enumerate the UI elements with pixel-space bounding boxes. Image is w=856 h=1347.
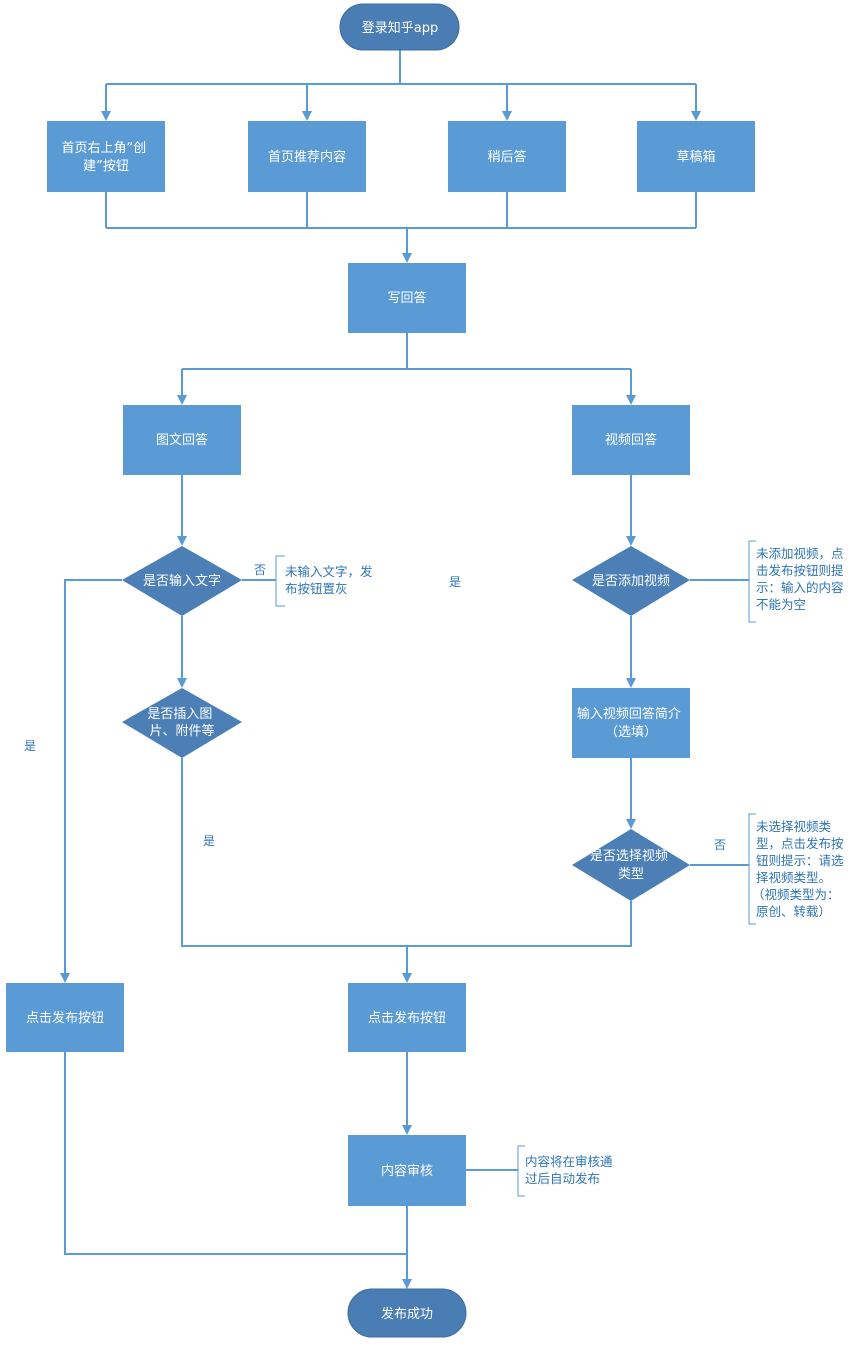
write-answer-label: 写回答	[387, 290, 426, 306]
review-note-bracket	[517, 1145, 525, 1197]
video-intro-box	[572, 688, 690, 758]
entry-create-label: 首页右上角“创 建”按钮	[62, 141, 151, 174]
decision-images-line-1: 是否插入图	[147, 707, 212, 722]
publish-left-box	[6, 983, 124, 1052]
entry-recommend-box	[248, 121, 366, 192]
edge-label-text-yes-middle: 是	[449, 575, 461, 589]
publish-center-box	[348, 983, 466, 1052]
connectors	[60, 50, 749, 1289]
edge-label-images-yes: 是	[203, 834, 215, 848]
edge-text-yes-left	[60, 579, 122, 983]
text-note: 未输入文字，发 布按钮置灰	[285, 564, 377, 596]
decision-video-label: 是否添加视频	[592, 574, 670, 589]
decision-text-diamond	[122, 546, 242, 616]
video-type-note-line-6: 原创、转载）	[756, 904, 831, 919]
edge-label-video-type-no: 否	[714, 838, 726, 852]
entry-recommend-label: 首页推荐内容	[268, 149, 346, 165]
decision-text-label: 是否输入文字	[143, 573, 221, 589]
entry-drafts-box	[637, 121, 755, 192]
review-note-line-1: 内容将在审核通	[525, 1154, 613, 1169]
edge-label-text-yes-left: 是	[24, 739, 36, 753]
edge-images-to-merge	[181, 758, 407, 947]
video-note: 未添加视频，点 击发布按钮则提 示：输入的内容 不能为空	[756, 546, 848, 612]
video-note-line-4: 不能为空	[756, 597, 806, 612]
video-type-note-line-3: 钮则提示：请选	[756, 853, 844, 868]
edge-label-text-no: 否	[254, 563, 266, 577]
video-intro-line-2: （选填）	[605, 725, 657, 740]
text-note-bracket	[275, 555, 285, 607]
image-text-answer-box	[123, 405, 241, 475]
decision-video-diamond	[572, 546, 690, 616]
video-type-note: 未选择视频类 型，点击发布按 钮则提示：请选 择视频类型。 （视频类型为： 原创…	[752, 819, 848, 919]
video-intro-label: 输入视频回答简介 （选填）	[577, 706, 685, 740]
write-answer-box	[348, 263, 466, 333]
text-note-line-2: 布按钮置灰	[285, 581, 348, 596]
note-brackets	[275, 540, 756, 1197]
decision-video-type-label: 是否选择视频 类型	[590, 849, 672, 882]
publish-left-label: 点击发布按钮	[26, 1010, 104, 1026]
entry-later-box	[448, 121, 566, 192]
video-note-line-3: 示：输入的内容	[756, 580, 844, 595]
video-note-bracket	[748, 540, 756, 623]
video-intro-line-1: 输入视频回答简介	[577, 706, 681, 722]
text-note-line-1: 未输入文字，发	[285, 564, 373, 579]
review-note-line-2: 过后自动发布	[525, 1171, 600, 1186]
video-note-line-1: 未添加视频，点	[756, 546, 844, 561]
type-note-bracket	[748, 813, 756, 925]
decision-video-type-line-1: 是否选择视频	[590, 849, 668, 864]
review-note: 内容将在审核通 过后自动发布	[525, 1154, 617, 1186]
decision-images-diamond	[122, 688, 242, 758]
review-label: 内容审核	[381, 1163, 433, 1179]
entry-later-label: 稍后答	[487, 149, 526, 165]
video-type-note-line-5: （视频类型为：	[752, 887, 840, 902]
entry-create-line-2: 建”按钮	[83, 159, 129, 174]
publish-center-label: 点击发布按钮	[368, 1010, 446, 1026]
end-label: 发布成功	[381, 1306, 433, 1322]
decision-video-type-line-2: 类型	[618, 867, 644, 882]
video-type-note-line-4: 择视频类型。	[756, 870, 831, 885]
video-type-note-line-1: 未选择视频类	[756, 819, 832, 834]
edge-left-publish-to-end	[64, 1052, 407, 1255]
video-type-note-line-2: 型，点击发布按	[756, 836, 844, 851]
end-terminal	[347, 1288, 467, 1338]
entry-drafts-label: 草稿箱	[676, 149, 715, 165]
entry-create-line-1: 首页右上角“创	[62, 141, 147, 156]
video-answer-box	[572, 405, 690, 475]
decision-images-line-2: 片、附件等	[149, 723, 214, 739]
start-label: 登录知乎app	[362, 20, 438, 36]
decision-images-label: 是否插入图 片、附件等	[147, 707, 216, 739]
decision-video-type-diamond	[572, 829, 690, 901]
start-terminal	[339, 3, 460, 51]
video-answer-label: 视频回答	[605, 432, 657, 448]
entry-create-box	[47, 121, 165, 192]
review-box	[348, 1135, 466, 1206]
edge-type-to-merge	[407, 901, 632, 947]
image-text-answer-label: 图文回答	[156, 432, 208, 448]
video-note-line-2: 击发布按钮则提	[756, 563, 844, 578]
